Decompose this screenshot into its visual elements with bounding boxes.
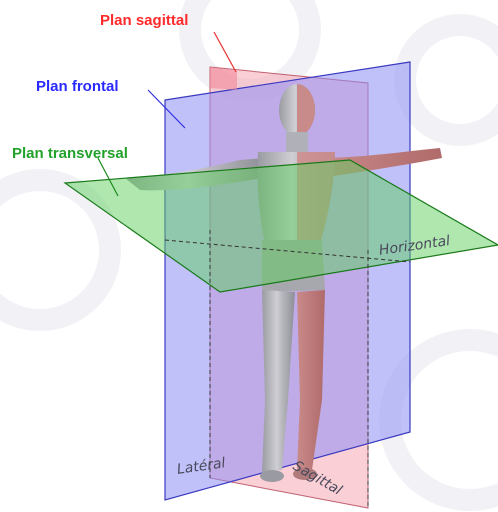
frontal-plane-label: Plan frontal <box>36 78 119 95</box>
frontal-leader-line <box>147 89 186 129</box>
sagittal-leader-line <box>213 31 237 73</box>
transverse-plane-label-text: Plan transversal <box>12 145 128 162</box>
frontal-plane-label-text: Plan frontal <box>36 78 119 95</box>
intersection-lines <box>164 230 411 508</box>
transverse-plane <box>63 159 498 293</box>
transverse-plane-label: Plan transversal <box>12 145 128 162</box>
sagittal-plane-label: Plan sagittal <box>100 12 188 29</box>
sagittal-plane-front <box>210 67 237 90</box>
sagittal-plane-label-text: Plan sagittal <box>100 12 189 29</box>
transverse-leader-line <box>97 157 119 197</box>
